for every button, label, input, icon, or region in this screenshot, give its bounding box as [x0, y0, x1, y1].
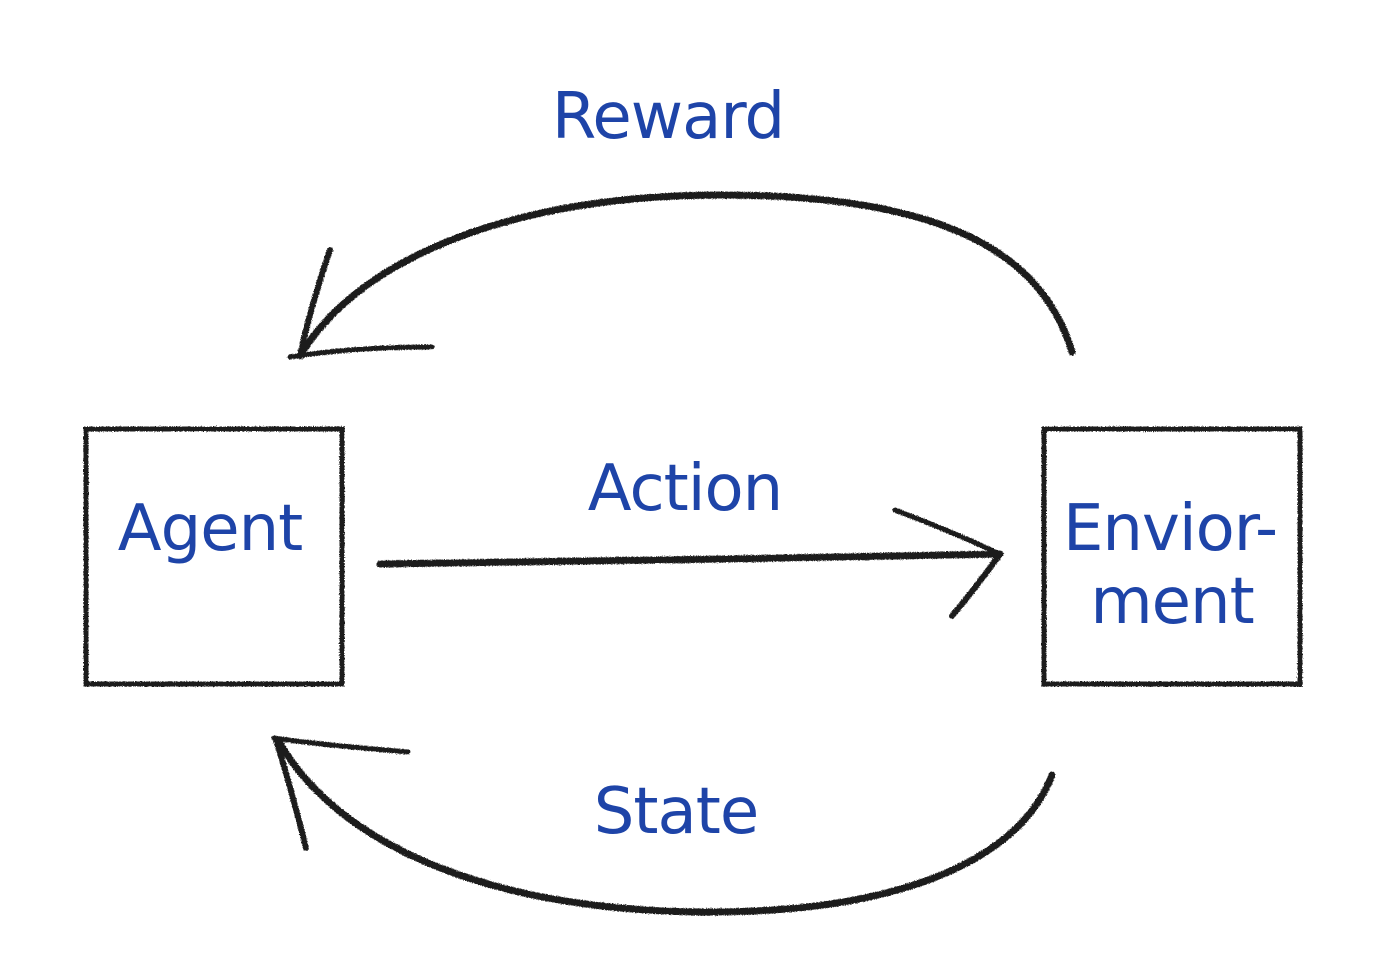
- state-arrowhead-lower: [273, 737, 309, 851]
- action-arrow-icon: [376, 507, 1004, 619]
- reward-arrowhead-upper: [297, 247, 333, 359]
- state-arrowhead-upper: [271, 735, 411, 755]
- reward-arrow-icon: [287, 191, 1076, 360]
- action-arrowhead-upper: [892, 507, 1003, 557]
- action-arrowhead-lower: [949, 551, 1003, 619]
- state-label: State: [594, 775, 758, 849]
- environment-label-line2: ment: [1090, 565, 1253, 639]
- agent-box: [83, 426, 345, 687]
- action-label: Action: [588, 452, 782, 526]
- agent-label: Agent: [118, 492, 302, 566]
- reward-label: Reward: [552, 80, 784, 154]
- action-arrow-shaft: [376, 550, 1004, 568]
- environment-box: [1041, 426, 1303, 687]
- reward-arrowhead-lower: [287, 344, 435, 360]
- state-arrow-icon: [271, 735, 1056, 916]
- reward-arrow-curve: [296, 191, 1076, 360]
- state-arrow-curve: [274, 736, 1056, 916]
- environment-label-line1: Envior-: [1063, 492, 1277, 566]
